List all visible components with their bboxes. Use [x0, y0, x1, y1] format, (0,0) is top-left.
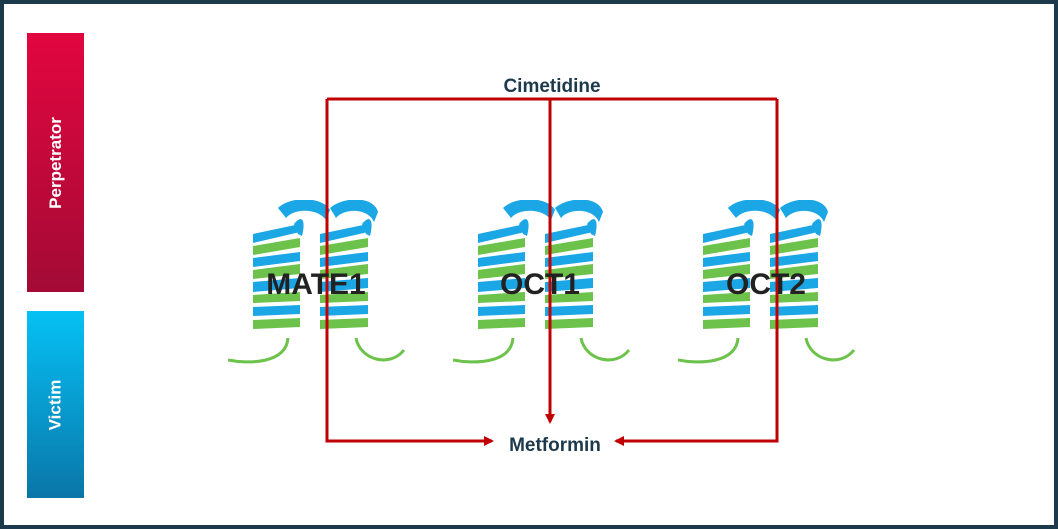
perpetrator-drug-label: Cimetidine — [503, 76, 600, 97]
mate1-label: MATE1 — [266, 268, 365, 301]
victim-drug-label: Metformin — [509, 435, 601, 456]
oct2-label: OCT2 — [726, 268, 806, 301]
perpetrator-bar: Perpetrator — [27, 33, 84, 292]
victim-bar: Victim — [27, 311, 84, 498]
mate1-arrow — [325, 99, 494, 446]
oct1-label: OCT1 — [500, 268, 580, 301]
oct2-arrow — [614, 99, 779, 446]
